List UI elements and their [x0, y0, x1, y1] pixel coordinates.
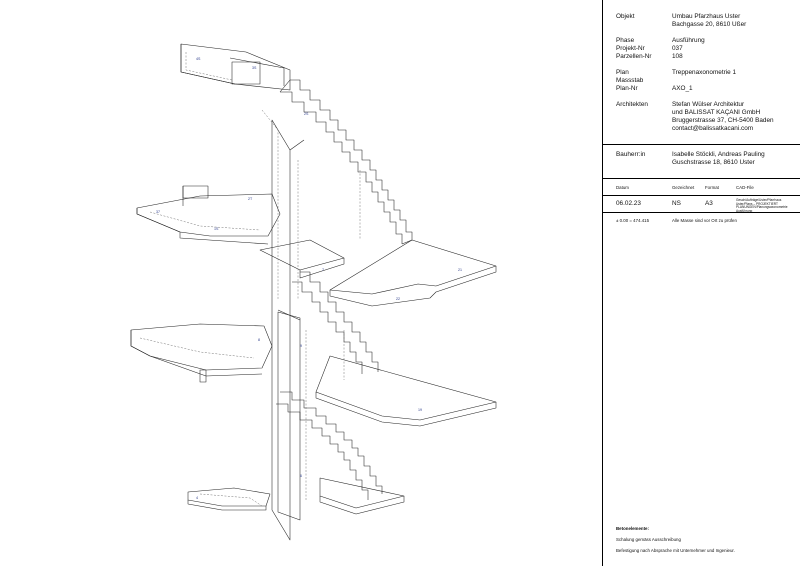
format-value: A3 — [705, 200, 713, 207]
landing-label: 4 — [196, 496, 198, 500]
separator — [603, 178, 800, 179]
bauherr-address: Guschstrasse 18, 8610 Uster — [672, 159, 755, 166]
projekt-label: Projekt-Nr — [616, 45, 645, 52]
objekt-address: Bachgasse 20, 8610 Ußer — [672, 21, 747, 28]
betonelemente-note-1: Schalung gemäss Ausschreibung — [616, 537, 681, 542]
plannr-value: AXO_1 — [672, 85, 693, 92]
staircase-axonometric-drawing — [130, 43, 497, 541]
landing-label: 6 — [300, 474, 302, 478]
separator — [603, 144, 800, 145]
cad-file-path: Gesch/Aufträge/Uster/Pfarrhaus Uster/Pla… — [736, 198, 788, 213]
bauherr-names: Isabelle Stöckli, Andreas Pauling — [672, 151, 765, 158]
architekt-email: contact@balissatkacani.com — [672, 125, 754, 132]
plan-value: Treppenaxonometrie 1 — [672, 69, 737, 76]
separator — [603, 212, 800, 213]
architekten-label: Architekten — [616, 101, 648, 108]
datum-value: 06.02.23 — [616, 200, 641, 207]
parzellen-label: Parzellen-Nr — [616, 53, 652, 60]
landing-label: 22 — [396, 297, 400, 301]
phase-label: Phase — [616, 37, 635, 44]
landing-label: 7 — [322, 268, 324, 272]
architekt-line-3: Bruggerstrasse 37, CH-5400 Baden — [672, 117, 774, 124]
landing-label: 8 — [258, 338, 260, 342]
landing-label: 2S — [304, 112, 309, 116]
landing-label: 3S — [252, 66, 257, 70]
title-block-divider — [602, 0, 603, 566]
gezeichnet-value: NS — [672, 200, 681, 207]
architekt-line-1: Stefan Wülser Architektur — [672, 101, 745, 108]
cad-file-label: CAD-File — [736, 185, 754, 190]
landing-label: 37 — [156, 210, 160, 214]
separator — [603, 195, 800, 196]
betonelemente-note-2: Befestigung nach Absprache mit Unternehm… — [616, 548, 735, 553]
landing-label: 21 — [458, 268, 462, 272]
hoehen-note: ± 0.00 = 474.415 — [616, 218, 650, 223]
datum-label: Datum — [616, 185, 629, 190]
parzellen-value: 108 — [672, 53, 683, 60]
landing-label: 2T — [248, 197, 253, 201]
projekt-value: 037 — [672, 45, 683, 52]
plannr-label: Plan-Nr — [616, 85, 638, 92]
gezeichnet-label: Gezeichnet — [672, 185, 695, 190]
masse-note: Alle Masse sind vor Ort zu prüfen — [672, 218, 737, 223]
landing-label: 9 — [300, 344, 302, 348]
landing-label: 1S — [214, 227, 219, 231]
plan-label: Plan — [616, 69, 629, 76]
phase-value: Ausführung — [672, 37, 705, 44]
massstab-label: Massstab — [616, 77, 644, 84]
objekt-label: Objekt — [616, 13, 635, 20]
landing-label: 19 — [418, 408, 422, 412]
objekt-name: Umbau Pfarzhaus Uster — [672, 13, 741, 20]
betonelemente-title: Betonelemente: — [616, 526, 649, 531]
format-label: Format — [705, 185, 719, 190]
bauherr-label: Bauherr:in — [616, 151, 646, 158]
landing-label: 4S — [196, 57, 201, 61]
architekt-line-2: und BALISSAT KAÇANI GmbH — [672, 109, 761, 116]
